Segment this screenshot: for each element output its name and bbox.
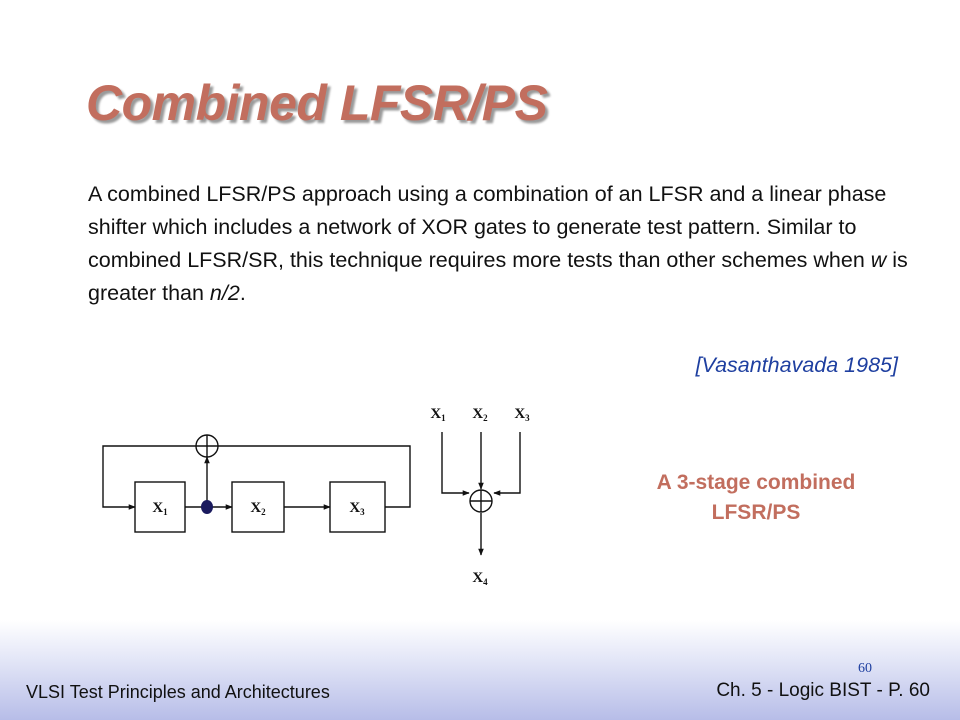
stage-x3-box [329, 481, 386, 533]
feedback-wire [218, 445, 411, 508]
ps-input-x1-label: X1 [430, 406, 446, 423]
caption-line-2: LFSR/PS [711, 501, 801, 524]
body-var-w: w [870, 248, 887, 272]
ps-input-x3-wire [493, 432, 521, 496]
slide-number-small: 60 [858, 661, 872, 676]
feedback-xor-gate [195, 434, 219, 458]
ps-input-x2-label: X2 [472, 406, 488, 423]
phase-shifter-xor-gate [469, 489, 493, 513]
stage-x2-box [231, 481, 285, 533]
footer-course-title: VLSI Test Principles and Architectures [26, 682, 330, 702]
stage-x1-label: X1 [152, 500, 168, 517]
caption-line-1: A 3-stage combined [656, 471, 856, 494]
feedback-to-x1-wire [102, 445, 196, 510]
body-text-1: A combined LFSR/PS approach using a comb… [88, 182, 887, 272]
ps-output-x4-label: X4 [472, 570, 488, 587]
slide-title: Combined LFSR/PS [86, 75, 548, 131]
stage-x2-label: X2 [250, 500, 266, 517]
footer-band [0, 620, 960, 720]
body-text-2: is greater than [88, 248, 908, 305]
body-var-n2: n/2 [209, 281, 240, 305]
body-text-3: . [239, 281, 246, 305]
figure-caption: A 3-stage combined LFSR/PS [606, 468, 906, 528]
body-paragraph: A combined LFSR/PS approach using a comb… [88, 178, 918, 310]
tap-junction-dot [201, 500, 213, 514]
ps-input-x1-wire [441, 432, 470, 496]
citation: [Vasanthavada 1985] [695, 353, 898, 377]
stage-x3-label: X3 [349, 500, 365, 517]
ps-input-x3-label: X3 [514, 406, 530, 423]
footer-chapter-page: Ch. 5 - Logic BIST - P. 60 [716, 680, 930, 701]
stage-x1-box [134, 481, 186, 533]
